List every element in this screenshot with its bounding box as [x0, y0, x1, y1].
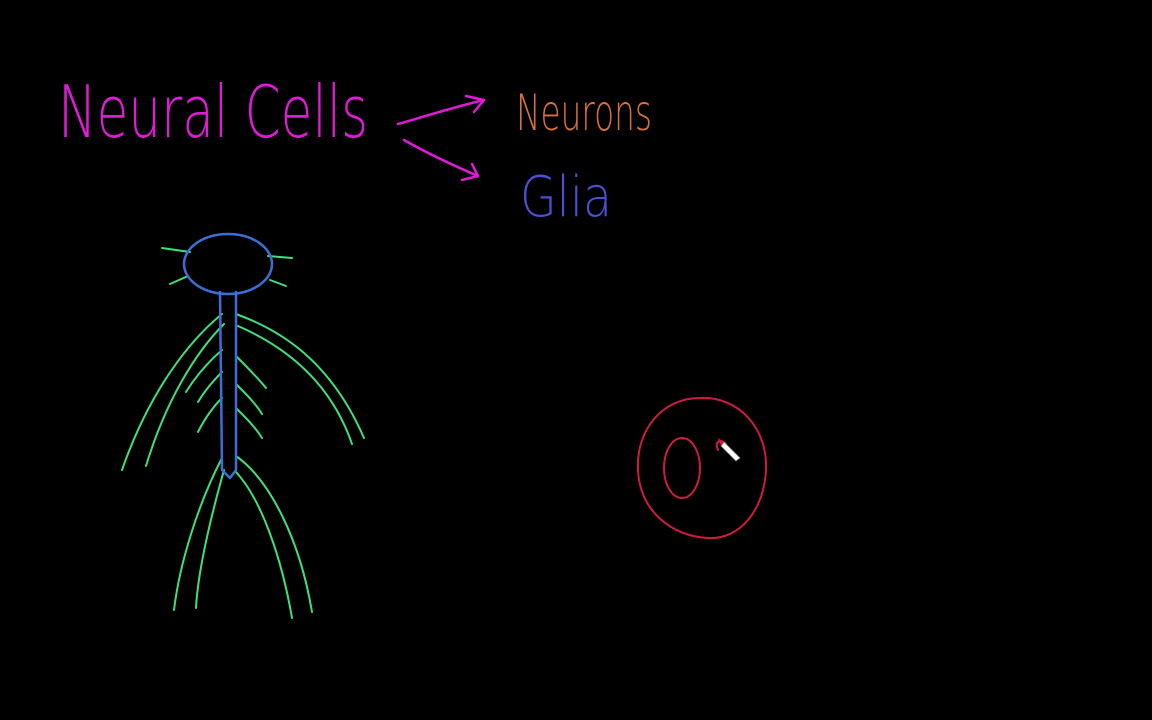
cell-membrane — [636, 396, 768, 540]
brain-shape — [182, 232, 274, 296]
central-nervous-system — [182, 232, 274, 480]
arrowhead-neurons — [464, 94, 486, 114]
pen-cursor-icon — [718, 438, 741, 462]
peripheral-nerves — [121, 247, 365, 619]
branch-arrows — [396, 94, 486, 182]
label-glia: Glia — [520, 165, 612, 230]
spinal-cord — [218, 290, 238, 480]
nervous-system-drawing — [121, 232, 365, 619]
arrow-to-neurons — [396, 98, 486, 126]
title-neural-cells: Neural Cells — [58, 70, 368, 154]
label-neurons: Neurons — [516, 84, 652, 142]
cell-nucleus — [663, 437, 701, 499]
arrowhead-glia — [460, 162, 480, 182]
arrow-to-glia — [402, 138, 480, 178]
